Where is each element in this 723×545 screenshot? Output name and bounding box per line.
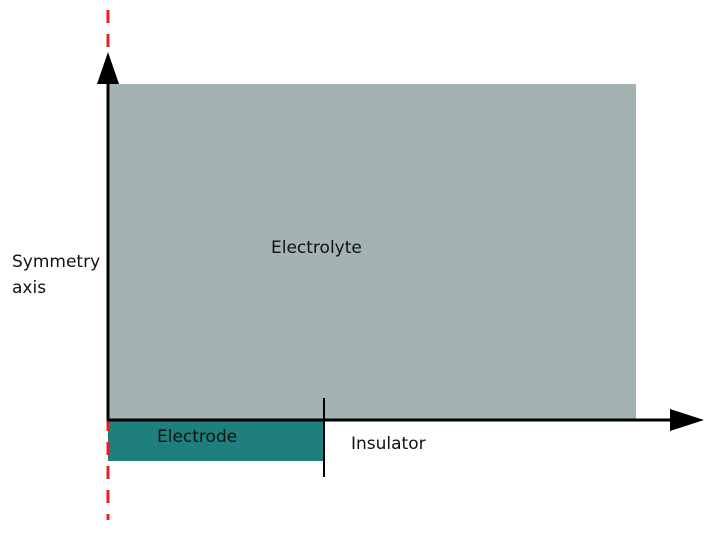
symmetry-axis-label-line2: axis bbox=[12, 278, 47, 298]
electrode-label: Electrode bbox=[157, 427, 238, 447]
insulator-label: Insulator bbox=[351, 434, 426, 454]
symmetry-axis-label-line1: Symmetry bbox=[12, 252, 101, 272]
electrode-region bbox=[108, 420, 324, 461]
symmetry-axis-label: Symmetry axis bbox=[12, 249, 100, 301]
electrolyte-region bbox=[108, 84, 636, 419]
horizontal-axis-arrowhead bbox=[670, 409, 704, 431]
electrolyte-label: Electrolyte bbox=[271, 238, 362, 258]
vertical-axis-arrowhead bbox=[97, 52, 119, 84]
